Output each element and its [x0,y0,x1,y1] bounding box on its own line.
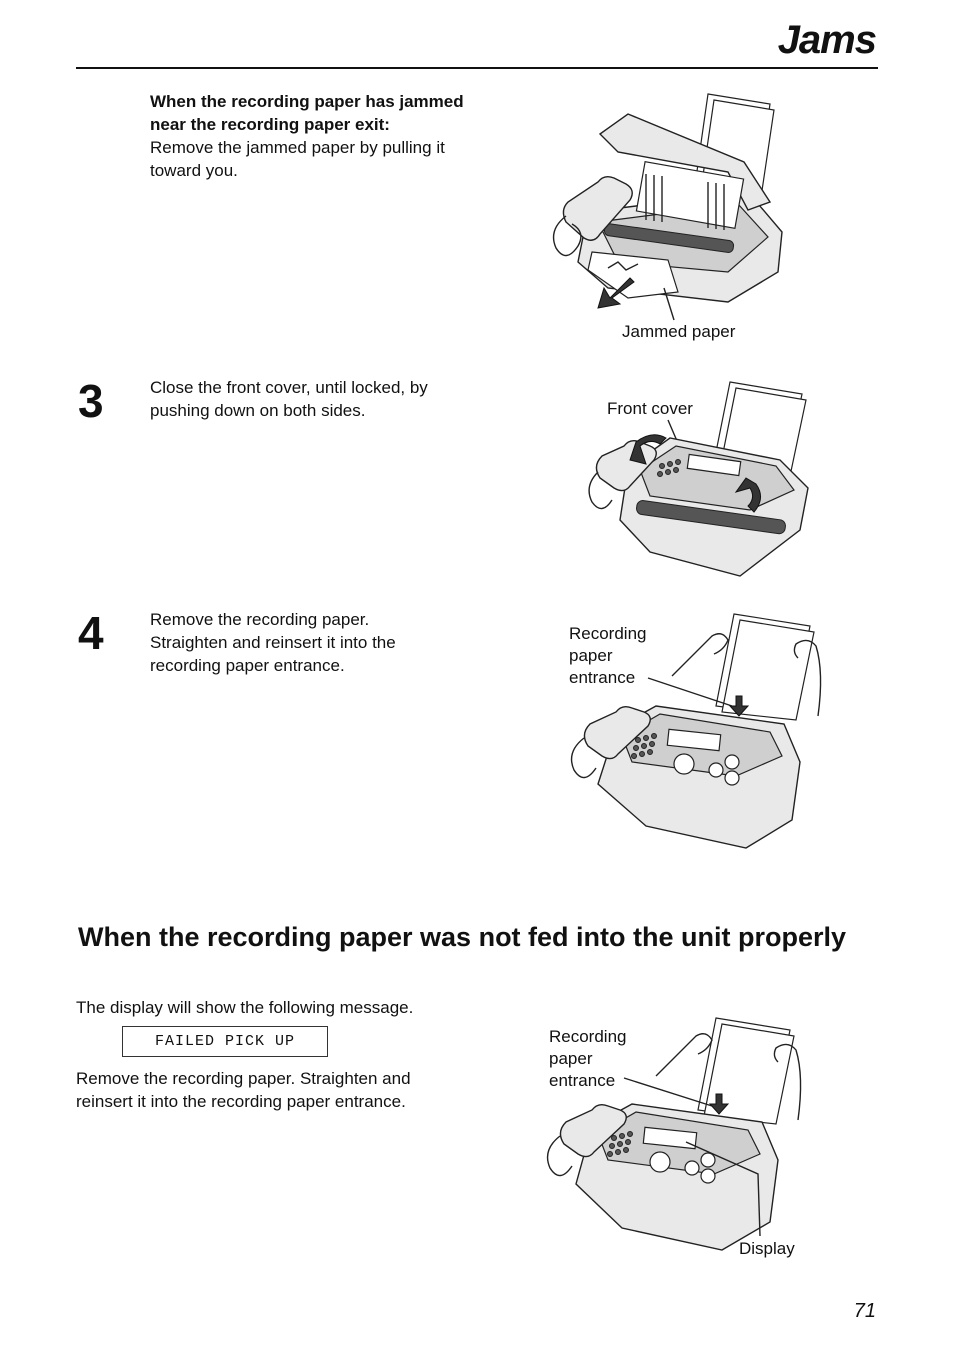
step-exit-heading-line2: near the recording paper exit: [150,115,390,134]
step-exit-body-line2: toward you. [150,161,238,180]
step3-text: Close the front cover, until locked, by … [150,376,490,422]
step-number-3: 3 [78,375,104,427]
fax-open-jam-illustration [552,93,783,321]
fax-reinsert-paper-illustration [570,613,822,849]
page-number: 71 [853,1300,876,1322]
section-body-line1: Remove the recording paper. Straighten a… [76,1069,411,1088]
callout-line1: Recording [569,624,647,643]
step3-line1: Close the front cover, until locked, by [150,378,428,397]
step4-text: Remove the recording paper. Straighten a… [150,608,470,677]
step4-line3: recording paper entrance. [150,656,345,675]
page-title: Jams [777,18,877,62]
step-exit-heading-line1: When the recording paper has jammed [150,92,464,111]
step-exit-text: When the recording paper has jammed near… [150,90,510,182]
step4-line2: Straighten and reinsert it into the [150,633,396,652]
header-rule [76,67,878,69]
fax-close-cover-illustration [588,381,809,577]
step3-line2: pushing down on both sides. [150,401,366,420]
step-number-4: 4 [78,607,104,659]
callout-display: Display [739,1239,795,1258]
callout-recording-paper-entrance-step4: Recording paper entrance [569,623,647,689]
callout-line2: paper [549,1049,593,1068]
callout-line3: entrance [549,1071,616,1090]
section-body: Remove the recording paper. Straighten a… [76,1067,466,1113]
callout-line1: Recording [549,1027,627,1046]
step4-line1: Remove the recording paper. [150,610,370,629]
callout-front-cover: Front cover [607,399,693,418]
section-body-line2: reinsert it into the recording paper ent… [76,1092,406,1111]
fax-reinsert-paper-display-illustration [546,1017,802,1251]
callout-line3: entrance [569,668,636,687]
display-message-box: FAILED PICK UP [122,1026,328,1057]
section-intro: The display will show the following mess… [76,998,414,1017]
callout-jammed-paper: Jammed paper [622,322,736,341]
callout-line2: paper [569,646,613,665]
callout-recording-paper-entrance-section: Recording paper entrance [549,1026,627,1092]
section-heading: When the recording paper was not fed int… [78,922,847,952]
step-exit-body-line1: Remove the jammed paper by pulling it [150,138,445,157]
